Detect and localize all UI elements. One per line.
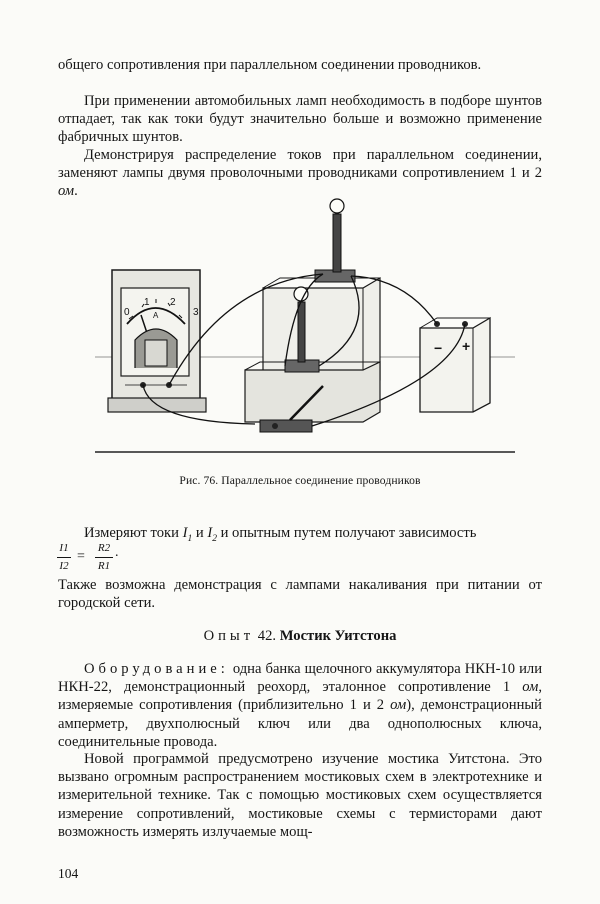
formula-lhs-bar <box>57 557 71 558</box>
paragraph-program: Новой программой предусмотрено изучение … <box>58 751 542 840</box>
heading-title: Мостик Уитстона <box>279 628 397 644</box>
equipment-label: Оборудование: <box>84 661 229 677</box>
unit-ohm: ом <box>58 183 75 200</box>
experiment-heading: Опыт 42. Мостик Уитстона <box>0 628 600 645</box>
measure-text-a: Измеряют токи <box>84 525 183 541</box>
current-i1: I1 <box>182 525 193 544</box>
formula-rhs-bar <box>95 557 113 558</box>
formula-lhs-denominator: I2 <box>59 560 69 572</box>
page-number: 104 <box>58 866 79 881</box>
measure-and: и <box>192 525 208 541</box>
figure-parallel-circuit <box>95 198 515 453</box>
measure-text-b: и опытным путем получают зависимость <box>216 525 477 541</box>
formula-equals: = <box>77 549 85 564</box>
ammeter-letter: A <box>153 311 159 320</box>
scale-0: 0 <box>124 307 130 318</box>
formula-rhs-numerator: R2 <box>97 542 111 554</box>
scale-1: 1 <box>144 297 150 308</box>
figure-caption: Рис. 76. Параллельное соединение проводн… <box>179 474 421 487</box>
paragraph-measure: Измеряют токи I1 и I2 и опытным путем по… <box>58 524 542 548</box>
formula-rhs-denominator: R1 <box>97 560 111 572</box>
equipment-text-c: ), демонстрационный амперметр, двухполюс… <box>58 697 542 750</box>
paragraph-lamps: При применении автомобильных ламп необхо… <box>58 93 542 146</box>
heading-label: Опыт <box>203 628 255 644</box>
paragraph-continued: общего сопротивления при параллельном со… <box>58 57 482 73</box>
heading-number: 42. <box>257 628 277 644</box>
equipment-text-b: , измеряемые сопротивления (приблизитель… <box>58 679 542 714</box>
ammeter <box>107 269 207 413</box>
battery <box>419 316 491 413</box>
battery-minus-label: − <box>434 340 443 356</box>
paragraph-equipment: Оборудование: одна банка щелочного аккум… <box>58 660 542 751</box>
formula-end: . <box>115 545 119 560</box>
scale-3: 3 <box>193 307 199 318</box>
p3-end: . <box>74 183 78 200</box>
paragraph-also: Также возможна демонстрация с лампами на… <box>58 577 542 612</box>
current-i2-symbol: I <box>207 525 213 541</box>
current-i2: I2 <box>207 525 217 544</box>
stand-upper <box>262 198 381 391</box>
battery-plus-label: + <box>462 338 471 354</box>
wires <box>142 273 466 427</box>
current-i2-sub: 2 <box>212 533 217 544</box>
equipment-text-a: одна банка щелочного аккумулятора НКН-10… <box>58 661 542 696</box>
paragraph-demonstration: Демонстрируя распределение токов при пар… <box>58 146 542 201</box>
formula-lhs-numerator: I1 <box>59 542 69 554</box>
p3-text: Демонстрируя распределение токов при пар… <box>58 147 542 182</box>
equipment-unit-2: ом <box>390 697 407 714</box>
equipment-unit-1: ом <box>522 679 539 696</box>
current-i1-symbol: I <box>182 525 188 541</box>
scale-2: 2 <box>170 297 176 308</box>
current-i1-sub: 1 <box>187 533 193 544</box>
